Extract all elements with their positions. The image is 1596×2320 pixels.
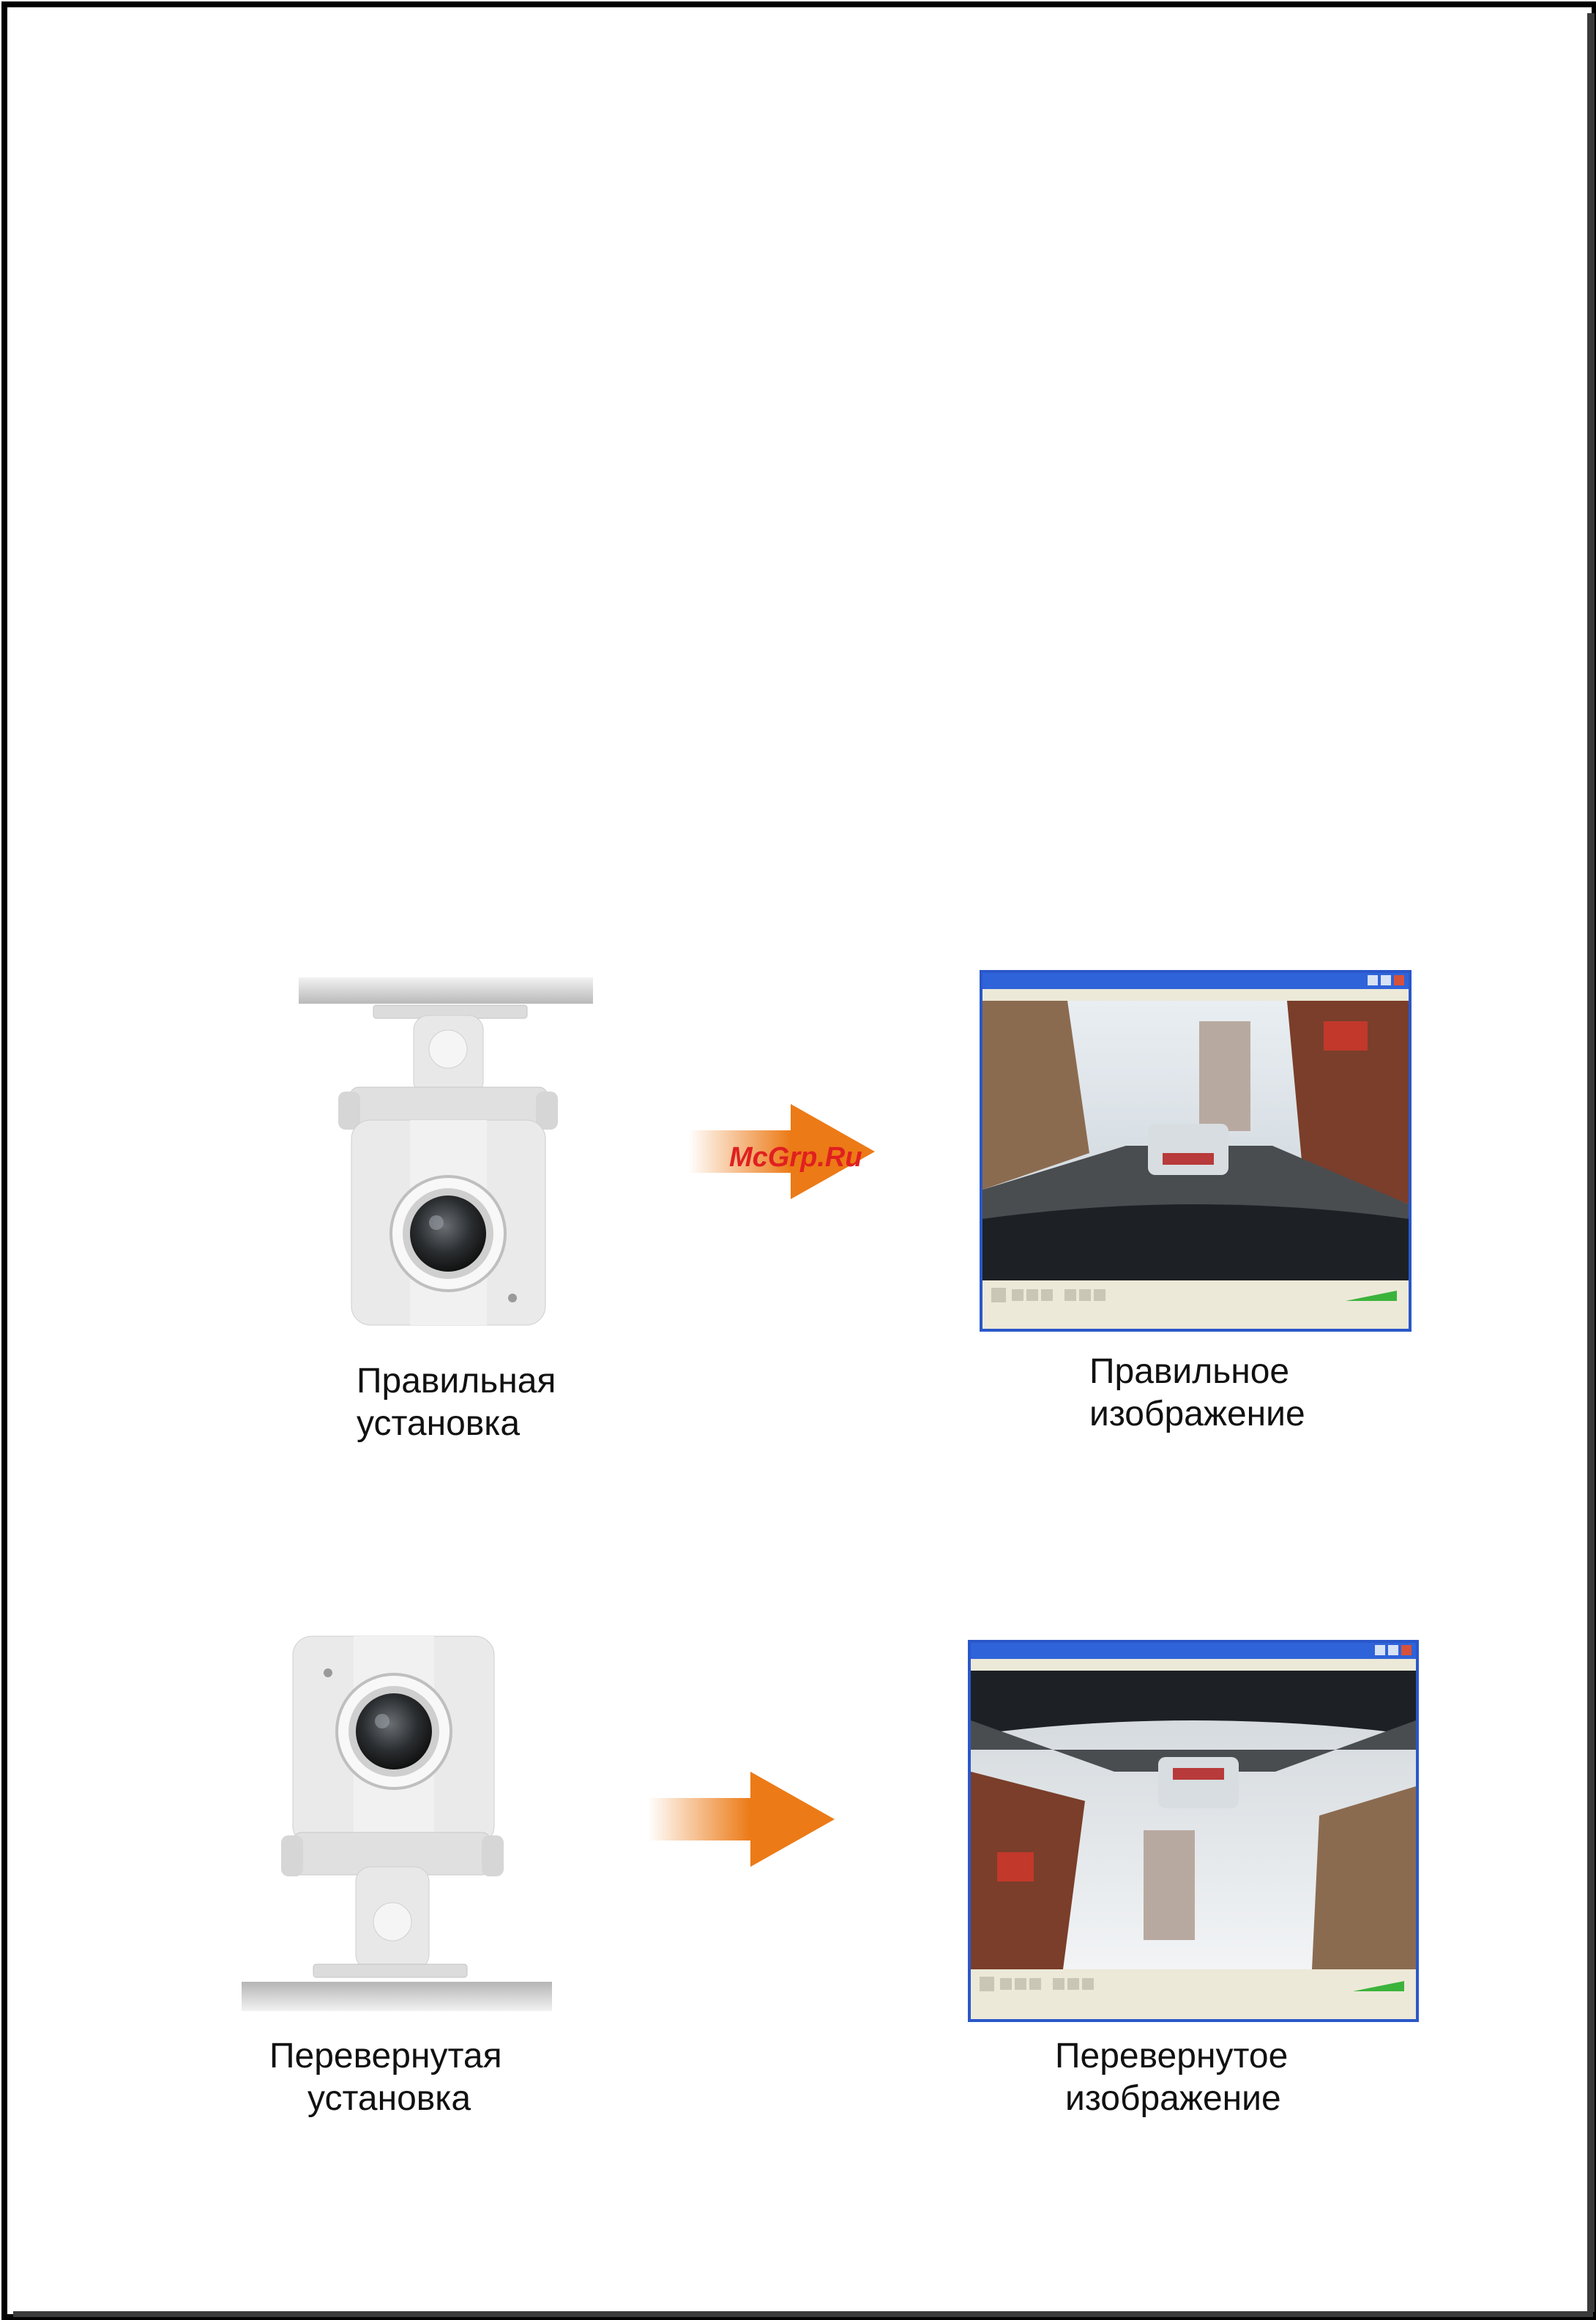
caption-line: установка	[357, 1403, 556, 1445]
arrow-right-icon	[648, 1772, 838, 1867]
caption-normal-image: Правильное изображение	[1089, 1351, 1305, 1436]
watermark-text: McGrp.Ru	[729, 1142, 862, 1174]
caption-inverted-image: Перевернутое изображение	[1055, 2035, 1288, 2120]
caption-line: Перевернутая	[269, 2035, 502, 2078]
caption-line: Правильная	[357, 1360, 556, 1403]
media-player-window-normal-icon	[980, 970, 1412, 1332]
caption-line: изображение	[1089, 1393, 1305, 1436]
page-shadow	[1587, 13, 1595, 2312]
caption-normal-mount: Правильная установка	[357, 1360, 556, 1445]
page-shadow	[13, 2311, 1593, 2317]
caption-line: установка	[269, 2078, 502, 2120]
dashcam-inverted-mount-icon	[240, 1629, 555, 2024]
caption-line: Правильное	[1089, 1351, 1305, 1393]
caption-inverted-mount: Перевернутая установка	[269, 2035, 502, 2120]
caption-line: Перевернутое	[1055, 2035, 1288, 2078]
dashcam-normal-mount-icon	[293, 970, 600, 1336]
caption-line: изображение	[1055, 2078, 1288, 2120]
media-player-window-inverted-icon	[968, 1640, 1419, 2022]
